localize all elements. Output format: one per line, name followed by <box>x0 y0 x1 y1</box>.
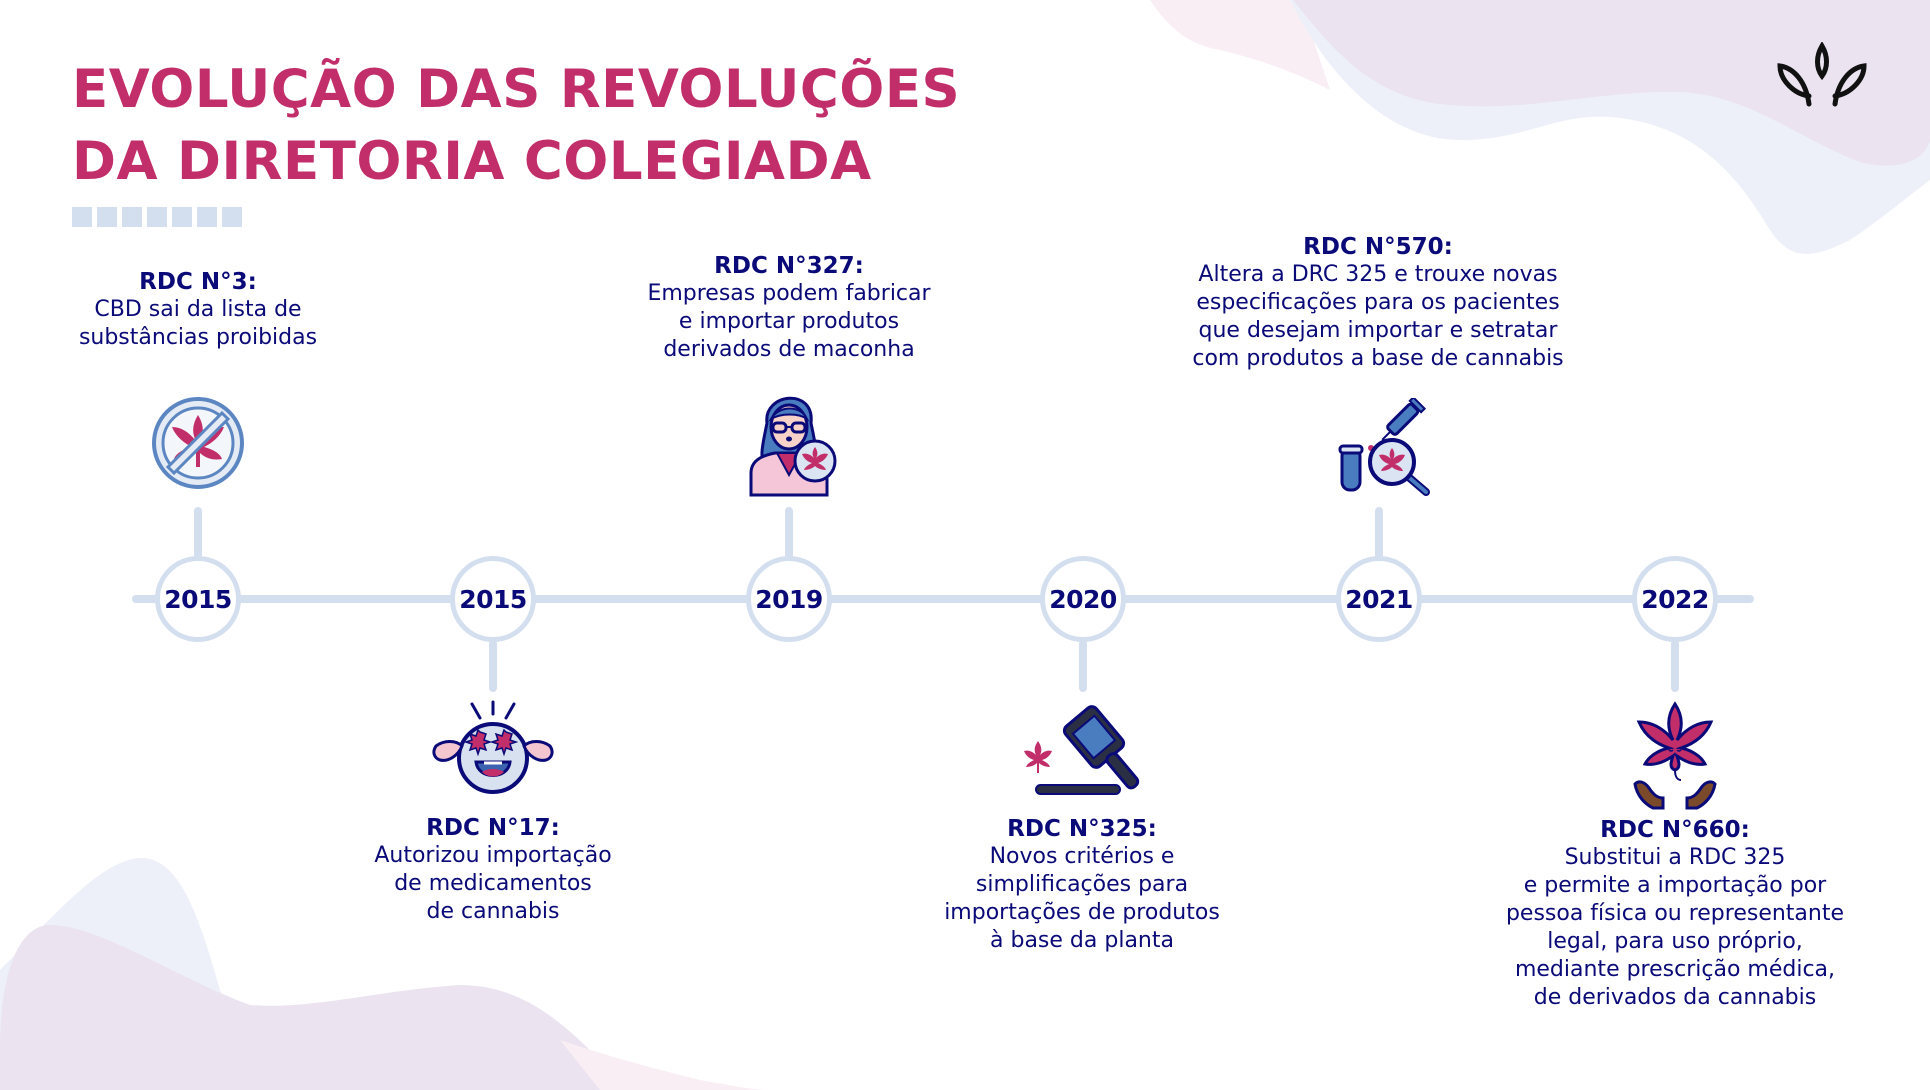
event-line: Autorizou importação <box>374 843 612 868</box>
year-label: 2020 <box>1049 584 1117 614</box>
timeline-axis <box>132 595 1754 603</box>
event-rdc-325: RDC N°325: Novos critérios e simplificaç… <box>852 815 1312 955</box>
year-node-2015-a[interactable]: 2015 <box>155 556 241 642</box>
sprout-leaves-icon <box>1777 42 1867 107</box>
event-line: Novos critérios e <box>989 844 1175 869</box>
year-node-2019[interactable]: 2019 <box>746 556 832 642</box>
year-node-2022[interactable]: 2022 <box>1632 556 1718 642</box>
event-line: importações de produtos <box>944 900 1220 925</box>
event-line: Altera a DRC 325 e trouxe novas <box>1198 262 1558 287</box>
square <box>197 207 217 227</box>
square <box>72 207 92 227</box>
connector-2022 <box>1671 640 1679 692</box>
connector-2021 <box>1375 507 1383 559</box>
year-node-2020[interactable]: 2020 <box>1040 556 1126 642</box>
title-line-2: DA DIRETORIA COLEGIADA <box>72 131 872 192</box>
event-heading: RDC N°17: <box>426 815 560 841</box>
square <box>147 207 167 227</box>
happy-cannabis-face-icon <box>432 700 554 794</box>
year-node-2021[interactable]: 2021 <box>1336 556 1422 642</box>
square <box>172 207 192 227</box>
event-line: pessoa física ou representante <box>1505 901 1845 926</box>
event-line: e importar produtos <box>678 309 900 334</box>
decorative-squares <box>72 207 242 227</box>
event-rdc-3: RDC N°3: CBD sai da lista de substâncias… <box>0 268 428 352</box>
event-line: Substitui a RDC 325 <box>1564 845 1786 870</box>
event-heading: RDC N°327: <box>714 253 864 279</box>
event-line: mediante prescrição médica, <box>1514 957 1836 982</box>
square <box>97 207 117 227</box>
event-line: de cannabis <box>426 899 560 924</box>
event-line: de derivados da cannabis <box>1533 985 1817 1010</box>
event-line: com produtos a base de cannabis <box>1192 346 1564 371</box>
event-line: simplificações para <box>975 872 1189 897</box>
event-line: derivados de maconha <box>663 337 915 362</box>
square <box>122 207 142 227</box>
event-rdc-660: RDC N°660: Substitui a RDC 325 e permite… <box>1445 816 1905 1012</box>
event-line: à base da planta <box>990 928 1174 953</box>
top-right-purple-blob <box>1293 0 1930 166</box>
event-heading: RDC N°3: <box>139 269 257 295</box>
year-label: 2015 <box>164 584 232 614</box>
event-line: legal, para uso próprio, <box>1547 929 1803 954</box>
event-line: especificações para os pacientes <box>1196 290 1560 315</box>
connector-2015-b <box>489 640 497 692</box>
event-rdc-17: RDC N°17: Autorizou importação de medica… <box>263 814 723 926</box>
event-rdc-327: RDC N°327: Empresas podem fabricar e imp… <box>559 252 1019 364</box>
top-right-pink-blob <box>1150 0 1330 90</box>
year-label: 2022 <box>1641 584 1709 614</box>
event-line: que desejam importar e setratar <box>1198 318 1558 343</box>
no-cannabis-icon <box>152 397 244 489</box>
year-label: 2019 <box>755 584 823 614</box>
page-title: EVOLUÇÃO DAS REVOLUÇÕES DA DIRETORIA COL… <box>72 54 960 198</box>
event-line: CBD sai da lista de <box>94 297 302 322</box>
connector-2015-a <box>194 507 202 559</box>
event-heading: RDC N°325: <box>1007 816 1157 842</box>
event-rdc-570: RDC N°570: Altera a DRC 325 e trouxe nov… <box>1148 233 1608 373</box>
year-label: 2021 <box>1345 584 1413 614</box>
event-heading: RDC N°570: <box>1303 234 1453 260</box>
event-heading: RDC N°660: <box>1600 817 1750 843</box>
bottom-left-pink-blob <box>560 1040 770 1090</box>
year-node-2015-b[interactable]: 2015 <box>450 556 536 642</box>
lab-test-magnifier-icon <box>1338 398 1430 496</box>
year-label: 2015 <box>459 584 527 614</box>
doctor-woman-icon <box>749 396 837 497</box>
title-line-1: EVOLUÇÃO DAS REVOLUÇÕES <box>72 59 961 120</box>
event-line: substâncias proibidas <box>78 325 318 350</box>
connector-2020 <box>1079 640 1087 692</box>
bottom-left-purple-blob <box>0 925 660 1090</box>
square <box>222 207 242 227</box>
event-line: Empresas podem fabricar <box>647 281 931 306</box>
event-line: de medicamentos <box>394 871 592 896</box>
event-line: e permite a importação por <box>1523 873 1827 898</box>
hands-holding-cannabis-icon <box>1633 701 1717 810</box>
connector-2019 <box>785 507 793 559</box>
gavel-cannabis-icon <box>1024 705 1140 795</box>
